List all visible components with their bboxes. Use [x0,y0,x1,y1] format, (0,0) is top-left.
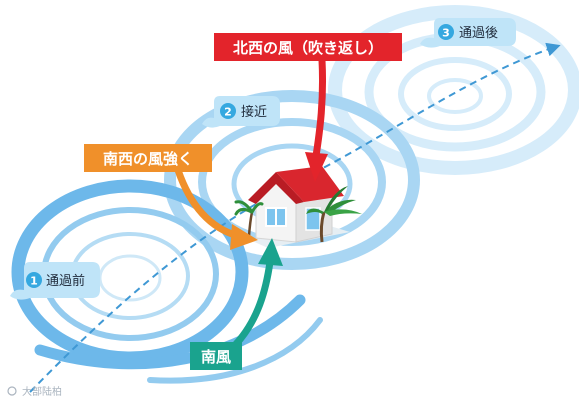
wind-label-box [190,342,242,370]
stage-approach-marker: 2 接近 [202,96,280,128]
stage-number: 3 [442,27,450,40]
watermark-text: 大部陆柏 [22,385,62,398]
tree-left [234,200,264,237]
wind-label-text: 北西の風（吹き返し） [233,39,383,57]
stage-number-badge [438,24,454,40]
wind-label-southwest: 南西の風強く [84,144,212,172]
typhoon-spiral-arm-2 [147,317,323,384]
stage-number: 2 [224,106,232,119]
stage-after-marker: 3 通過後 [420,18,516,48]
wind-arrow-southwest [174,166,242,240]
house-roof-front [248,172,304,204]
stage-number: 1 [30,275,38,288]
wind-arrow-south-head [258,238,283,266]
stage-before-marker: 1 通過前 [10,262,100,300]
wind-label-south: 南風 [190,342,242,370]
wind-label-text: 南風 [201,348,231,366]
wind-label-text: 南西の風強く [103,150,193,168]
stage-bubble [202,96,280,128]
wind-arrow-south [232,258,274,348]
watermark: 大部陆柏 [7,385,62,398]
house-illustration [248,166,350,248]
wind-arrow-northwest-head [305,152,328,182]
stage-number-badge [26,272,42,288]
wind-label-box [84,144,212,172]
stage-label: 接近 [241,104,267,120]
house-door [305,207,321,231]
house-roof-side [276,166,344,202]
typhoon-spiral-arm [34,294,306,370]
typhoon-track-line [29,42,561,393]
stage-label: 通過後 [459,26,498,41]
wind-label-northwest: 北西の風（吹き返し） [214,33,402,61]
watermark-icon [7,386,17,396]
stage-number-badge [220,103,236,119]
stage-label: 通過前 [46,273,85,289]
wind-label-box [214,33,402,61]
wind-arrow-southwest-head [230,224,258,250]
stage-bubble [10,262,100,300]
wind-arrow-northwest [312,56,327,160]
tree-right [306,186,362,243]
